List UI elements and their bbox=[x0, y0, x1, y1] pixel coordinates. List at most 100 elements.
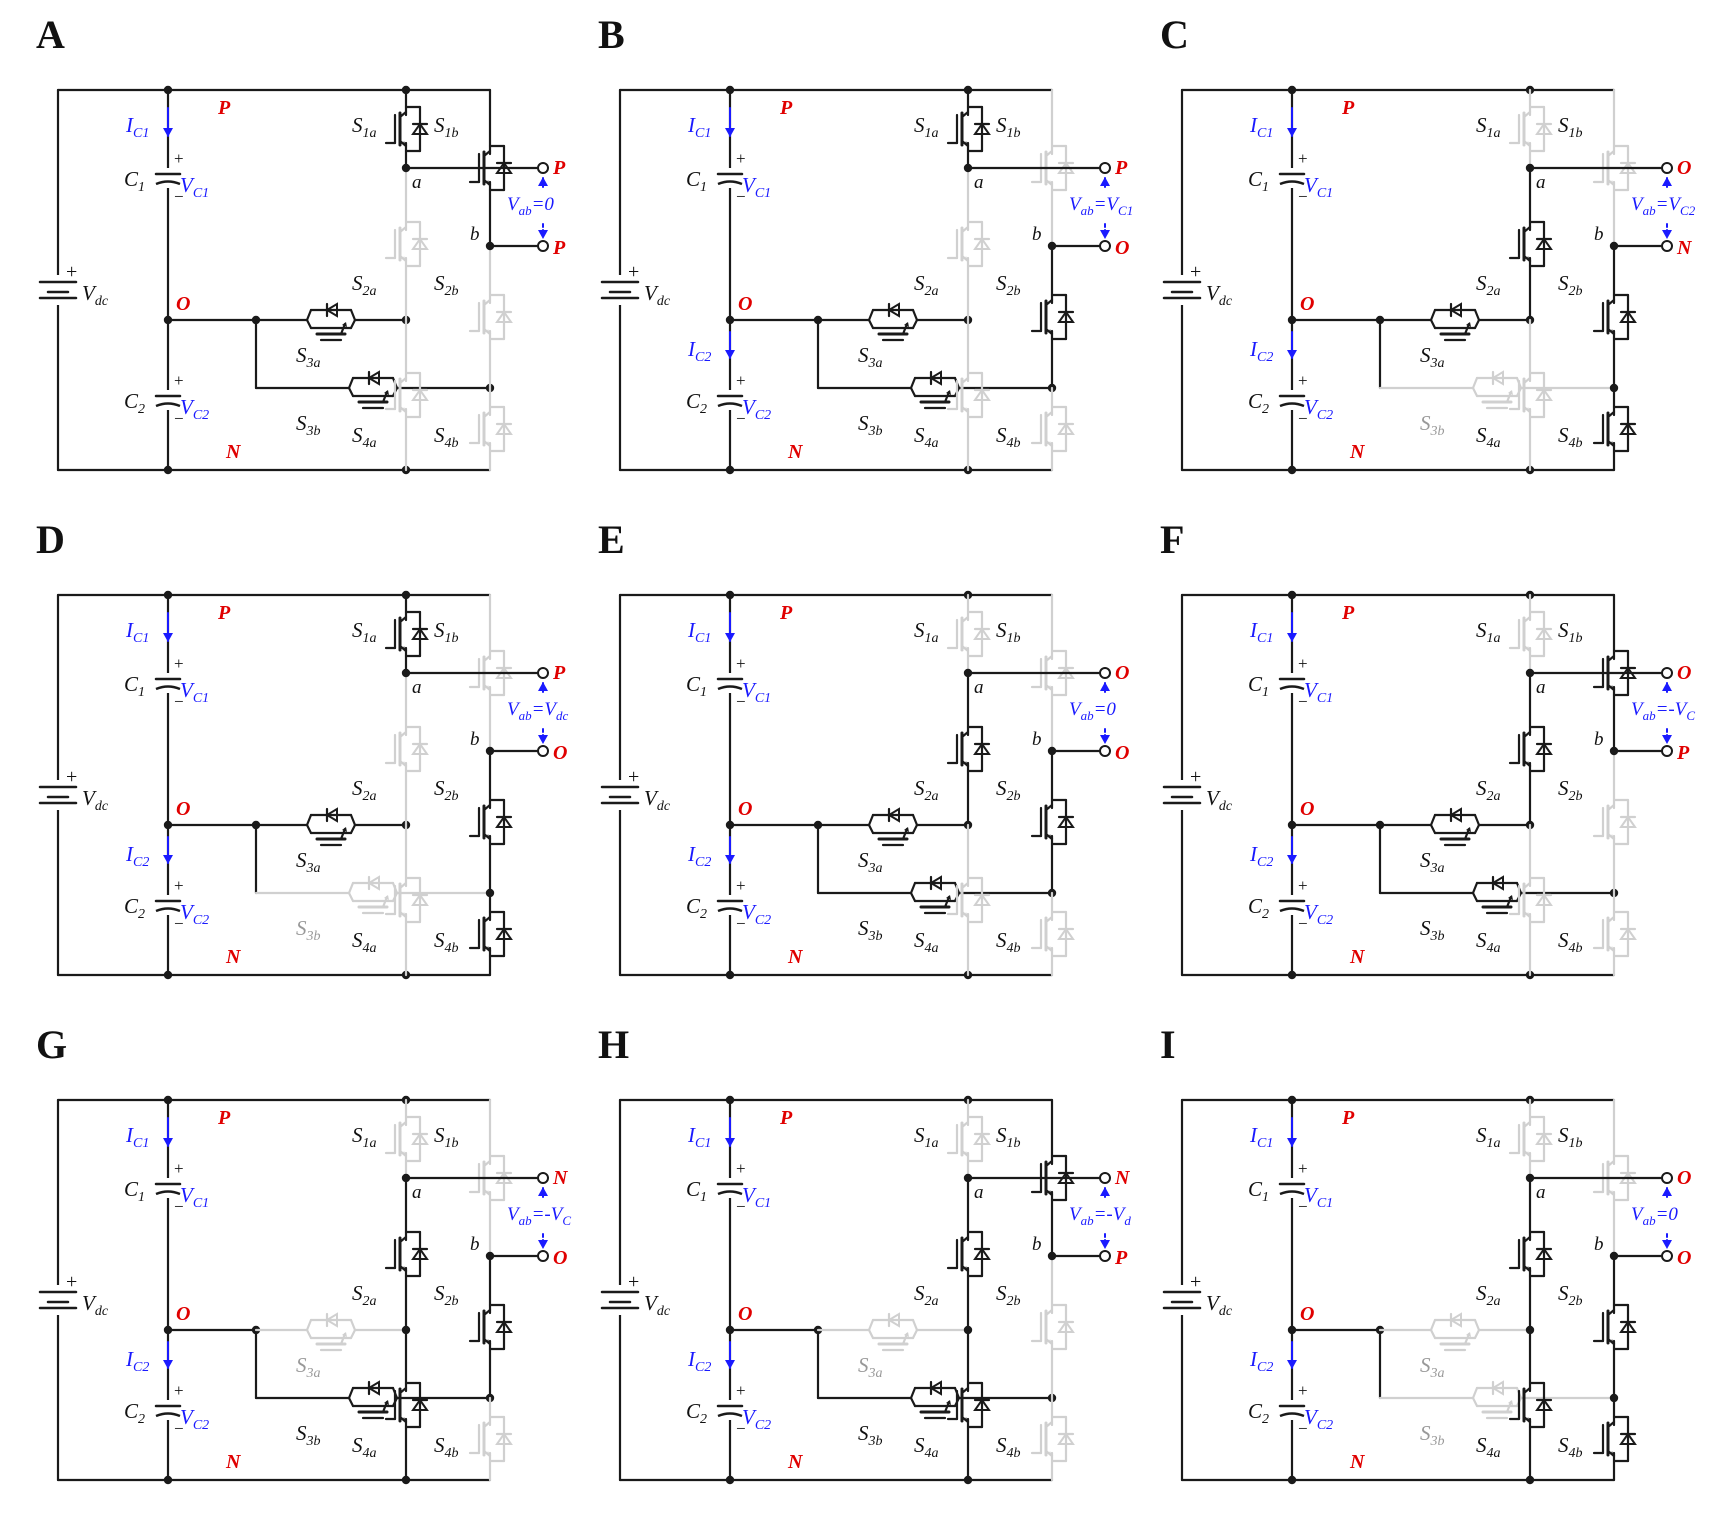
switch-s3b bbox=[1378, 1380, 1616, 1420]
terminal-b-node: O bbox=[1677, 1247, 1691, 1269]
s3b-label: S3b bbox=[296, 411, 321, 439]
switch-s1a bbox=[946, 88, 991, 170]
ic2-label: IC2 bbox=[1249, 1347, 1273, 1375]
s2a-label: S2a bbox=[914, 776, 939, 804]
s2b-label: S2b bbox=[434, 1281, 459, 1309]
minus-sign: − bbox=[1298, 187, 1308, 206]
vdc-label: Vdc bbox=[82, 281, 109, 309]
s1a-label: S1a bbox=[352, 618, 377, 646]
s4a-label: S4a bbox=[1476, 1433, 1501, 1461]
switch-s3a bbox=[816, 807, 970, 847]
switch-s2b bbox=[468, 1254, 513, 1400]
vdc-label: Vdc bbox=[1206, 1291, 1233, 1319]
s4a-label: S4a bbox=[914, 928, 939, 956]
plus-sign: + bbox=[628, 766, 639, 788]
node-b-label: b bbox=[1032, 729, 1042, 750]
panel-letter: G bbox=[36, 1022, 67, 1067]
current-arrow-ic2 bbox=[725, 836, 735, 864]
vdc-label: Vdc bbox=[82, 786, 109, 814]
switch-s4b bbox=[468, 1396, 513, 1482]
vab-label: Vab=-VC bbox=[507, 1204, 571, 1228]
output-terminal-b bbox=[1099, 240, 1111, 252]
node-a-label: a bbox=[974, 172, 984, 193]
current-arrow-ic2 bbox=[725, 331, 735, 359]
s4a-label: S4a bbox=[352, 928, 377, 956]
terminal-b-node: N bbox=[1676, 237, 1693, 259]
s2a-label: S2a bbox=[914, 271, 939, 299]
vc2-label: VC2 bbox=[742, 1405, 771, 1433]
switch-s2b bbox=[468, 244, 513, 390]
junction-dot bbox=[1287, 465, 1297, 475]
minus-sign: − bbox=[736, 187, 746, 206]
switch-s2b bbox=[468, 749, 513, 895]
switch-s2a bbox=[384, 671, 429, 827]
minus-sign: − bbox=[736, 914, 746, 933]
s4b-label: S4b bbox=[434, 928, 459, 956]
switch-s3a bbox=[816, 302, 970, 342]
output-terminal-b bbox=[1661, 745, 1673, 757]
s2a-label: S2a bbox=[1476, 776, 1501, 804]
minus-sign: − bbox=[174, 914, 184, 933]
dc-source bbox=[38, 275, 78, 305]
switch-s3b bbox=[254, 1380, 492, 1420]
s2b-label: S2b bbox=[996, 271, 1021, 299]
vab-label: Vab=Vdc bbox=[507, 699, 569, 723]
output-terminal-a bbox=[537, 667, 549, 679]
switch-s2b bbox=[1592, 1254, 1637, 1400]
panel-letter: A bbox=[36, 12, 65, 57]
minus-sign: − bbox=[736, 1197, 746, 1216]
terminal-b-node: O bbox=[553, 742, 567, 764]
capacitor-c1 bbox=[716, 673, 744, 693]
node-p-label: P bbox=[779, 1107, 793, 1129]
c2-label: C2 bbox=[686, 894, 707, 922]
ic2-label: IC2 bbox=[125, 842, 149, 870]
s3b-label: S3b bbox=[858, 1421, 883, 1449]
s4a-label: S4a bbox=[352, 1433, 377, 1461]
node-a-label: a bbox=[974, 1182, 984, 1203]
terminal-a-node: O bbox=[1677, 662, 1691, 684]
terminal-b-node: O bbox=[1115, 742, 1129, 764]
output-terminal-b bbox=[537, 745, 549, 757]
capacitor-c1 bbox=[716, 1178, 744, 1198]
switch-s4a bbox=[384, 318, 429, 472]
node-p-label: P bbox=[1341, 602, 1355, 624]
dc-source bbox=[600, 275, 640, 305]
node-p-label: P bbox=[217, 97, 231, 119]
ic1-label: IC1 bbox=[687, 618, 711, 646]
current-arrow-ic2 bbox=[725, 1341, 735, 1369]
vc2-label: VC2 bbox=[1304, 395, 1333, 423]
capacitor-c2 bbox=[716, 895, 744, 915]
ic2-label: IC2 bbox=[687, 842, 711, 870]
minus-sign: − bbox=[1298, 914, 1308, 933]
node-o-label: O bbox=[176, 798, 190, 820]
switch-s1b bbox=[468, 593, 513, 753]
switch-s3a bbox=[816, 1312, 970, 1352]
ic1-label: IC1 bbox=[125, 113, 149, 141]
vc1-label: VC1 bbox=[742, 173, 771, 201]
s4a-label: S4a bbox=[914, 423, 939, 451]
c1-label: C1 bbox=[686, 1177, 707, 1205]
s2a-label: S2a bbox=[1476, 271, 1501, 299]
current-arrow-ic2 bbox=[1287, 331, 1297, 359]
s1b-label: S1b bbox=[434, 1123, 459, 1151]
panel-letter: B bbox=[598, 12, 625, 57]
switch-s4b bbox=[1592, 891, 1637, 977]
terminal-a-node: P bbox=[552, 157, 566, 179]
s2a-label: S2a bbox=[352, 1281, 377, 1309]
c2-label: C2 bbox=[124, 389, 145, 417]
node-b-label: b bbox=[1594, 729, 1604, 750]
capacitor-c2 bbox=[716, 390, 744, 410]
s1a-label: S1a bbox=[1476, 618, 1501, 646]
vc2-label: VC2 bbox=[1304, 900, 1333, 928]
output-terminal-a bbox=[1661, 667, 1673, 679]
ic2-label: IC2 bbox=[687, 1347, 711, 1375]
node-n-label: N bbox=[1349, 946, 1366, 968]
switch-s3a bbox=[254, 302, 408, 342]
plus-sign: + bbox=[174, 149, 184, 168]
switch-s2b bbox=[1030, 244, 1075, 390]
s4b-label: S4b bbox=[996, 1433, 1021, 1461]
plus-sign: + bbox=[736, 1381, 746, 1400]
